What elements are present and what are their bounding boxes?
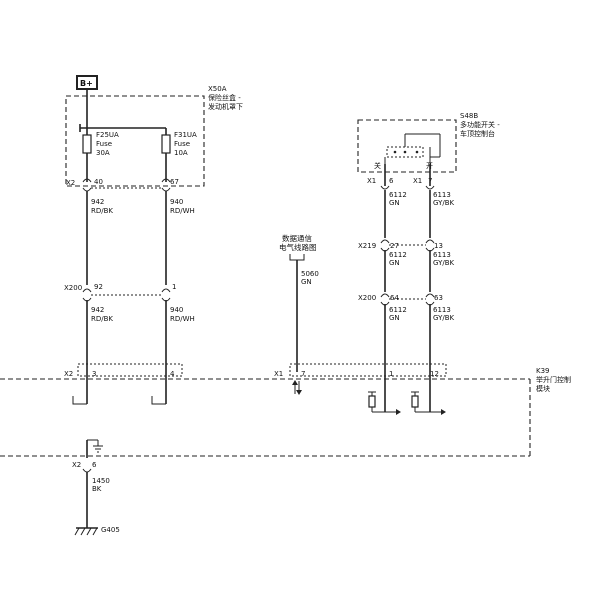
wire-6113-b-number: 6113 (433, 251, 451, 259)
fuse-box-x50a: X50A 保险丝盒 - 发动机罩下 F25UA Fuse 30A F31UA F… (65, 85, 243, 187)
wire-940-lower-color: RD/WH (170, 315, 195, 323)
wire-6112-c-number: 6112 (389, 306, 407, 314)
connector-x2-pin-67: 67 (170, 178, 179, 186)
wire-6113-b-color: GY/BK (433, 259, 455, 267)
module-k39: K39 举升门控制 模块 X2 3 4 X1 7 1 12 (0, 363, 571, 458)
fuse-f25ua-rating: 30A (96, 149, 110, 157)
connector-x1-module-pin-1: 1 (389, 370, 393, 378)
fuse-box-desc-line1: 保险丝盒 - (208, 93, 241, 102)
wire-942-upper-number: 942 (91, 198, 104, 206)
connector-x2-module-label: X2 (64, 370, 73, 378)
fuse-f25ua: F25UA Fuse 30A (82, 131, 119, 157)
switch-desc-line2: 车顶控制台 (460, 129, 495, 138)
wire-942-lower-number: 942 (91, 306, 104, 314)
connector-x200-right-label: X200 (358, 294, 376, 302)
connector-x2-label: X2 (66, 179, 75, 187)
fuse-box-id: X50A (208, 85, 227, 93)
fuse-f31ua-name: F31UA (174, 131, 197, 139)
wire-942-upper-color: RD/BK (91, 207, 113, 215)
wire-5060-color: GN (301, 278, 312, 286)
fuse-f25ua-type: Fuse (96, 140, 112, 148)
fuse-f31ua-type: Fuse (174, 140, 190, 148)
connector-x2-pin-40: 40 (94, 178, 103, 186)
connector-x200-right-pin-64: 64 (390, 294, 399, 302)
switch-s48b: S48B 多功能开关 - 车顶控制台 关 开 (357, 112, 500, 173)
wire-6113-a-color: GY/BK (433, 199, 455, 207)
switch-off-label: 关 (374, 161, 381, 170)
fuse-box-desc-line2: 发动机罩下 (208, 102, 243, 111)
data-comm-line1: 数据通信 (282, 233, 312, 243)
connector-x2-ground-pin-6: 6 (92, 461, 97, 469)
connector-x1-module-pin-7: 7 (301, 370, 305, 378)
wire-6112-a-number: 6112 (389, 191, 407, 199)
connector-x2-module-pin-3: 3 (92, 370, 96, 378)
connector-x2-ground-label: X2 (72, 461, 81, 469)
wire-940-lower-number: 940 (170, 306, 183, 314)
fuse-f31ua-rating: 10A (174, 149, 188, 157)
module-desc-line2: 模块 (536, 384, 550, 393)
connector-x200-left-label: X200 (64, 284, 82, 292)
wire-6112-a-color: GN (389, 199, 400, 207)
wire-6113-c-color: GY/BK (433, 314, 455, 322)
connector-x200-left-pin-92: 92 (94, 283, 103, 291)
ground-g405-icon: G405 (74, 526, 120, 536)
connector-x1-module-pin-12: 12 (430, 370, 439, 378)
fuse-f31ua: F31UA Fuse 10A (161, 131, 197, 157)
switch-id: S48B (460, 112, 478, 120)
connector-x200-right-pin-63: 63 (434, 294, 443, 302)
wire-1450-number: 1450 (92, 477, 110, 485)
connector-x2-fuse-box: X2 40 67 (66, 178, 179, 192)
connector-x2-module-pin-4: 4 (170, 370, 175, 378)
connector-x219-pin-13: 13 (434, 242, 443, 250)
wire-6112-b-number: 6112 (389, 251, 407, 259)
fuse-f25ua-name: F25UA (96, 131, 119, 139)
wire-6113-c-number: 6113 (433, 306, 451, 314)
wire-940-upper-number: 940 (170, 198, 183, 206)
wire-6113-a-number: 6113 (433, 191, 451, 199)
wire-6112-b-color: GN (389, 259, 400, 267)
connector-x1-module-label: X1 (274, 370, 283, 378)
wire-1450-color: BK (92, 485, 102, 493)
battery-positive-terminal: B+ (76, 75, 98, 98)
wire-6112-c-color: GN (389, 314, 400, 322)
switch-desc-line1: 多功能开关 - (460, 120, 500, 129)
connector-x1-switch-a-pin: 6 (389, 177, 394, 185)
ground-g405-label: G405 (101, 526, 120, 534)
connector-x2-ground: X2 6 (72, 461, 97, 473)
connector-x219: X219 27 13 (358, 239, 443, 252)
connector-x200-right: X200 64 63 (358, 293, 443, 306)
battery-positive-label: B+ (80, 79, 93, 88)
data-comm-line2: 电气线路图 (279, 242, 317, 252)
data-communication-reference: 数据通信 电气线路图 5060 GN (279, 233, 319, 372)
module-id: K39 (536, 367, 550, 375)
wire-940-upper-color: RD/WH (170, 207, 195, 215)
connector-x200-left: X200 92 1 (64, 283, 176, 302)
connector-x200-left-pin-1: 1 (172, 283, 176, 291)
module-desc-line1: 举升门控制 (536, 375, 571, 384)
wire-942-lower-color: RD/BK (91, 315, 113, 323)
connector-x219-label: X219 (358, 242, 376, 250)
connector-x1-switch-a-label: X1 (367, 177, 376, 185)
connector-x1-switch-b-label: X1 (413, 177, 422, 185)
connector-x219-pin-27: 27 (390, 242, 399, 250)
wire-5060-number: 5060 (301, 270, 319, 278)
